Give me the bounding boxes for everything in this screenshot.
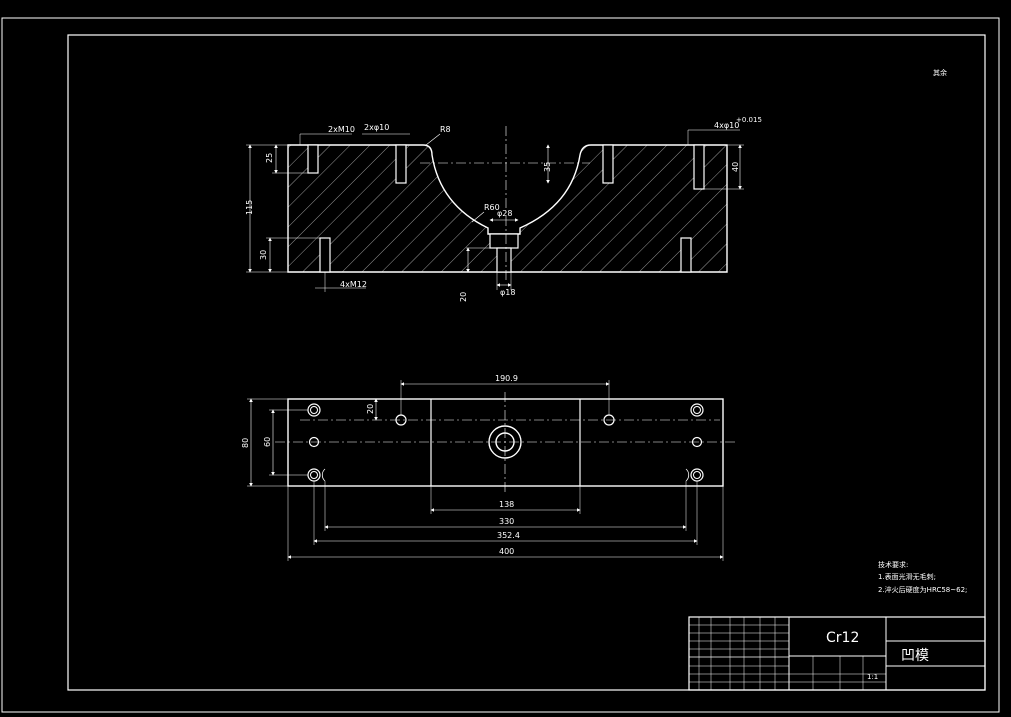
sheet-border-outer bbox=[1, 17, 1000, 713]
hole-mr bbox=[691, 436, 703, 448]
hole-tl-inner bbox=[310, 406, 318, 414]
leader-r8 bbox=[425, 133, 441, 146]
hole-br-outer bbox=[690, 468, 704, 482]
label-2xm10: 2xM10 bbox=[328, 125, 355, 134]
hole-tr-outer bbox=[690, 403, 704, 417]
hole-tr-inner bbox=[693, 406, 701, 414]
tech-notes-line-2: 2.淬火后硬度为HRC58~62; bbox=[878, 585, 967, 594]
hole-ml bbox=[308, 436, 320, 448]
title-block-frame bbox=[688, 616, 986, 691]
label-r60: R60 bbox=[484, 203, 500, 212]
front-section-view: 115 25 30 35 40 2xM10 2xφ10 R8 4xφ10 +0.… bbox=[245, 116, 762, 302]
hole-tl-outer bbox=[307, 403, 321, 417]
dim-138: 138 bbox=[499, 500, 514, 509]
sheet-border-inner bbox=[67, 34, 986, 691]
tech-notes-line-1: 1.表面光滑无毛刺; bbox=[878, 572, 936, 581]
part-name: 凹模 bbox=[901, 648, 929, 664]
center-bore bbox=[489, 233, 519, 249]
hole-top-1 bbox=[307, 144, 319, 174]
plate-outline bbox=[287, 398, 724, 487]
hole-bl-inner bbox=[310, 471, 318, 479]
label-phi18: φ18 bbox=[500, 288, 515, 297]
hole-top-2 bbox=[395, 144, 407, 184]
dim-25: 25 bbox=[265, 153, 274, 163]
center-through-hole bbox=[496, 247, 512, 273]
dim-30: 30 bbox=[259, 250, 268, 260]
label-tolerance: +0.015 bbox=[736, 116, 762, 124]
label-20-front: 20 bbox=[459, 292, 468, 302]
hole-bottom-2 bbox=[680, 237, 692, 273]
label-4xphi10: 4xφ10 bbox=[714, 121, 739, 130]
hole-br-inner bbox=[693, 471, 701, 479]
roughness-note: 其余 bbox=[933, 68, 947, 77]
dim-20-top: 20 bbox=[366, 404, 375, 414]
label-phi28: φ28 bbox=[497, 209, 512, 218]
dim-115: 115 bbox=[245, 200, 254, 215]
top-view: 190.9 20 80 60 138 330 352.4 400 bbox=[241, 374, 735, 561]
leader-r60 bbox=[471, 211, 485, 223]
center-bore-outer bbox=[488, 425, 522, 459]
label-4xm12: 4xM12 bbox=[340, 280, 367, 289]
hole-top-4 bbox=[693, 144, 705, 190]
hole-top-3 bbox=[602, 144, 614, 184]
dim-40: 40 bbox=[731, 162, 740, 172]
dim-35: 35 bbox=[543, 162, 552, 172]
dim-400: 400 bbox=[499, 547, 514, 556]
dim-190-9: 190.9 bbox=[495, 374, 518, 383]
thread-arc-br bbox=[685, 468, 690, 482]
label-2xphi10: 2xφ10 bbox=[364, 123, 389, 132]
technical-requirements: 技术要求: 1.表面光滑无毛刺; 2.淬火后硬度为HRC58~62; bbox=[878, 560, 967, 594]
label-r8: R8 bbox=[440, 125, 451, 134]
dim-330: 330 bbox=[499, 517, 514, 526]
material-label: Cr12 bbox=[826, 630, 859, 646]
hole-bl-outer bbox=[307, 468, 321, 482]
hole-bottom-1 bbox=[319, 237, 331, 273]
scale-value: 1:1 bbox=[867, 673, 878, 681]
dim-352-4: 352.4 bbox=[497, 531, 520, 540]
dim-60: 60 bbox=[263, 437, 272, 447]
thread-arc-bl bbox=[321, 468, 326, 482]
tech-notes-title: 技术要求: bbox=[878, 560, 908, 569]
center-bore-inner bbox=[495, 432, 515, 452]
dim-80: 80 bbox=[241, 438, 250, 448]
title-block: Cr12 凹模 1:1 bbox=[688, 616, 986, 691]
